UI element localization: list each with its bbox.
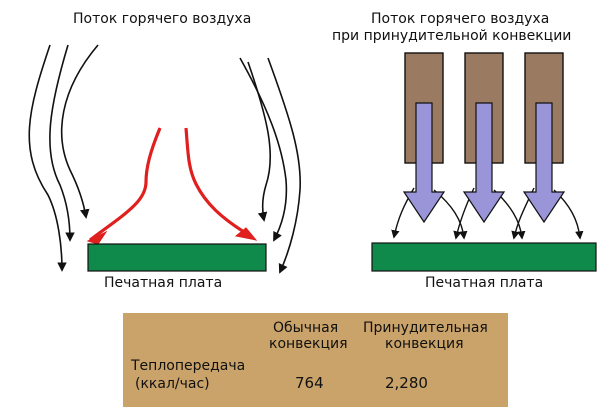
left-board-label: Печатная плата <box>104 275 223 291</box>
col-normal-header-line1: Обычная <box>273 320 339 336</box>
jet-arrow-1 <box>402 102 446 224</box>
right-board-label: Печатная плата <box>425 275 544 291</box>
col-forced-header-line2: конвекция <box>385 336 464 352</box>
left-airflow-line-6 <box>267 57 302 274</box>
red-flow-right-head <box>234 227 258 241</box>
heat-transfer-table: Обычная конвекция Принудительная конвекц… <box>123 313 508 407</box>
red-flow-left <box>89 127 162 242</box>
row-label-line1: Теплопередача <box>131 358 246 374</box>
col-normal-header-line2: конвекция <box>269 336 348 352</box>
jet-arrow-2 <box>462 102 506 224</box>
left-airflow-line-1 <box>28 44 67 272</box>
left-airflow-line-4 <box>247 61 272 222</box>
jet-arrow-3 <box>522 102 566 224</box>
left-panel-title: Поток горячего воздуха <box>73 11 252 27</box>
value-forced-convection: 2,280 <box>385 374 428 392</box>
left-circuit-board <box>87 243 267 272</box>
value-normal-convection: 764 <box>295 374 324 392</box>
red-flow-left-head <box>86 230 108 245</box>
col-forced-header-line1: Принудительная <box>363 320 488 336</box>
row-label-line2: (ккал/час) <box>135 376 210 392</box>
left-airflow-line-5 <box>239 57 288 242</box>
right-panel-title-line1: Поток горячего воздуха <box>371 11 550 27</box>
left-airflow-line-2 <box>49 44 75 242</box>
right-panel-title-line2: при принудительной конвекции <box>332 28 572 44</box>
right-circuit-board <box>371 242 597 272</box>
red-flow-right <box>184 127 253 240</box>
left-airflow-line-3 <box>60 44 99 219</box>
